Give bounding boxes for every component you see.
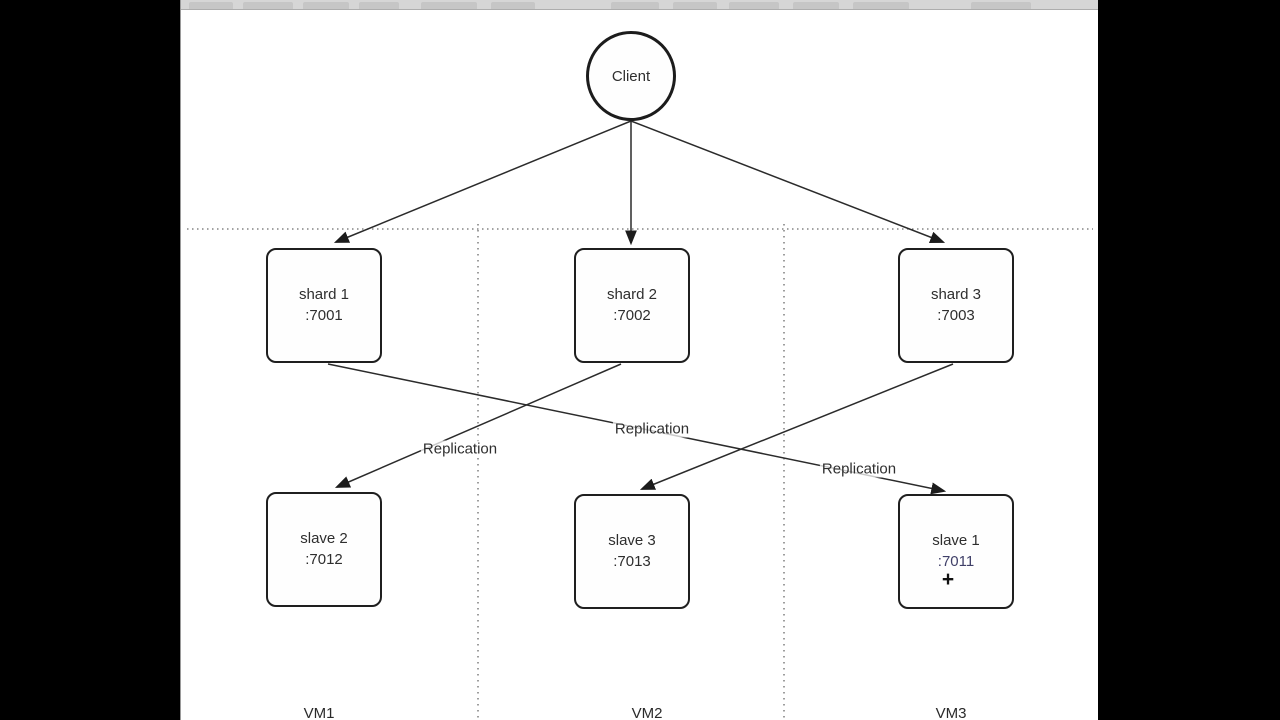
toolbar-button[interactable] <box>611 2 659 9</box>
node-shard2-port: :7002 <box>613 307 651 324</box>
toolbar-button[interactable] <box>491 2 535 9</box>
edge-shard3-slave3[interactable] <box>639 363 954 490</box>
edge-label-replication-right[interactable]: Replication <box>819 460 899 478</box>
node-slave1-label: slave 1 <box>932 532 980 549</box>
node-slave1[interactable]: slave 1 :7011 <box>898 494 1014 609</box>
crosshair-cursor: + <box>941 568 955 591</box>
node-slave3-port: :7013 <box>613 553 651 570</box>
edge-client-shard3[interactable] <box>630 120 946 243</box>
node-shard1-label: shard 1 <box>298 286 350 303</box>
toolbar-button[interactable] <box>793 2 839 9</box>
letterbox-left <box>0 0 180 720</box>
node-shard3-port: :7003 <box>937 307 975 324</box>
edge-label-replication-left[interactable]: Replication <box>420 440 500 458</box>
node-shard3-label: shard 3 <box>930 286 982 303</box>
node-client[interactable]: Client <box>586 31 676 121</box>
node-shard1[interactable]: shard 1 :7001 <box>266 248 382 363</box>
vm2-label: VM2 <box>631 705 663 720</box>
diagram-canvas[interactable]: Client shard 1 :7001 shard 2 :7002 shard… <box>180 0 1098 720</box>
letterbox-right <box>1100 0 1280 720</box>
edge-client-shard1[interactable] <box>333 120 632 243</box>
node-client-label: Client <box>611 67 651 85</box>
vm1-label: VM1 <box>303 705 335 720</box>
toolbar-button[interactable] <box>729 2 779 9</box>
node-shard1-port: :7001 <box>305 307 343 324</box>
node-slave2-port: :7012 <box>305 551 343 568</box>
node-slave3[interactable]: slave 3 :7013 <box>574 494 690 609</box>
vm3-label: VM3 <box>935 705 967 720</box>
toolbar-button[interactable] <box>243 2 293 9</box>
node-shard2-label: shard 2 <box>606 286 658 303</box>
edge-shard2-slave2[interactable] <box>334 363 622 488</box>
node-slave3-label: slave 3 <box>608 532 656 549</box>
node-shard2[interactable]: shard 2 :7002 <box>574 248 690 363</box>
toolbar-button[interactable] <box>673 2 717 9</box>
toolbar-button[interactable] <box>971 2 1031 9</box>
app-toolbar <box>181 0 1098 10</box>
toolbar-button[interactable] <box>359 2 399 9</box>
toolbar-button[interactable] <box>303 2 349 9</box>
node-shard3[interactable]: shard 3 :7003 <box>898 248 1014 363</box>
toolbar-button[interactable] <box>189 2 233 9</box>
node-slave2[interactable]: slave 2 :7012 <box>266 492 382 607</box>
node-slave2-label: slave 2 <box>300 530 348 547</box>
toolbar-button[interactable] <box>421 2 477 9</box>
edge-label-replication-middle[interactable]: Replication <box>612 420 692 438</box>
node-slave1-port: :7011 <box>937 553 975 570</box>
toolbar-button[interactable] <box>853 2 909 9</box>
